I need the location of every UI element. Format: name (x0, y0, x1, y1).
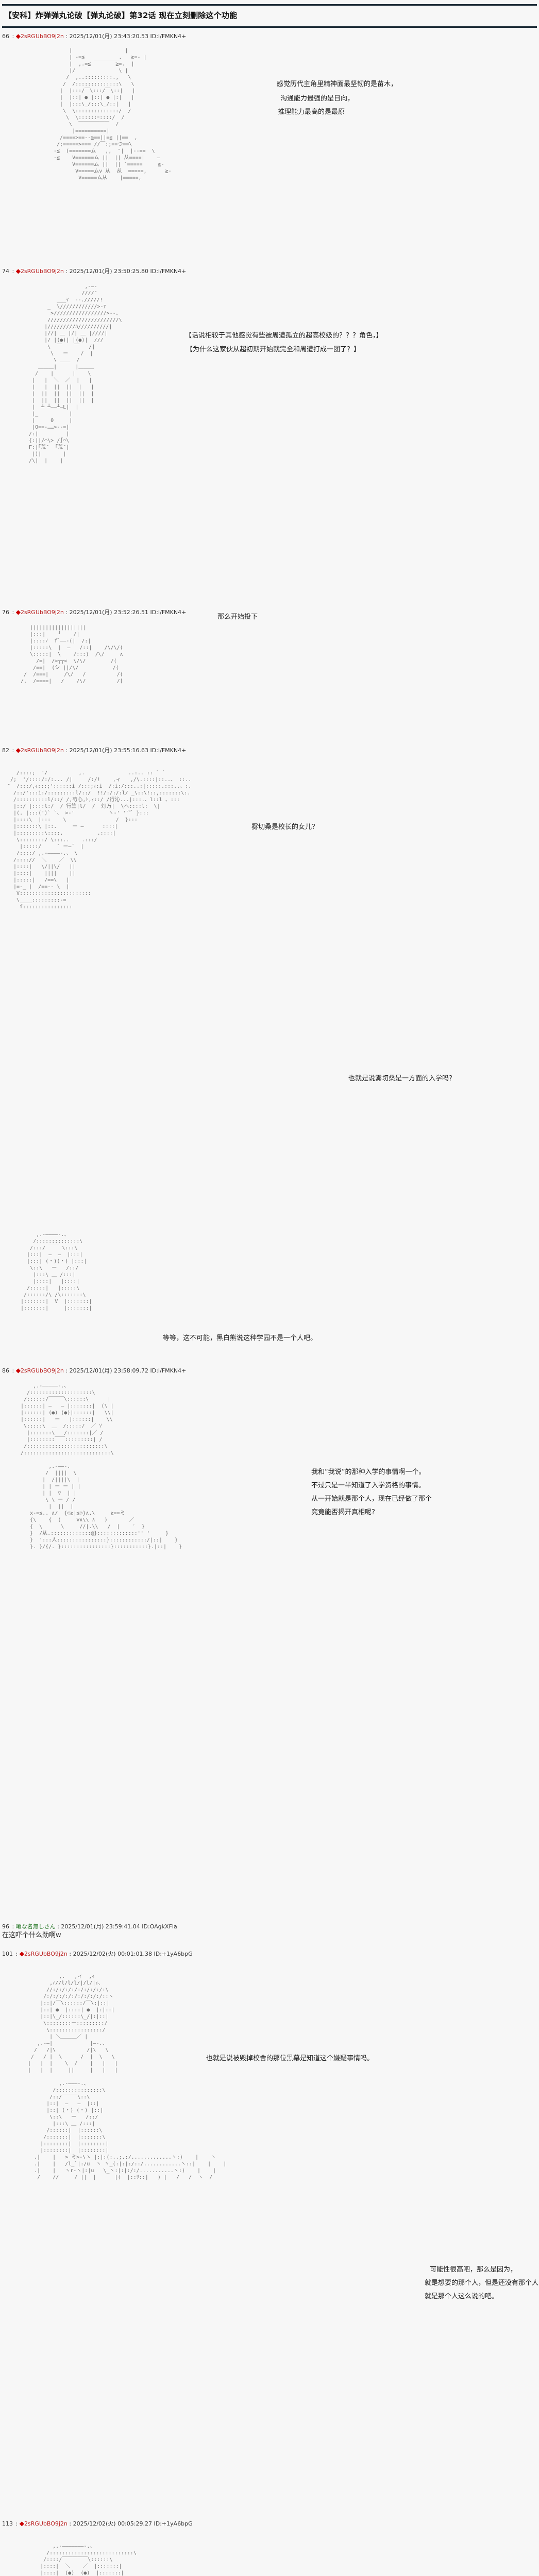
ascii-art: /::::; '/ ,. ..:.. :: ` ` /; '/::::/:/:.… (7, 770, 192, 910)
dialog-line: 【话说相较于其他感觉有些被周遭孤立的超高校级的？？？角色，】 (185, 332, 383, 340)
ascii-art: | | | -=≦ ________. ≧=- | | ,.=≦ ≧=. | |… (54, 48, 172, 181)
dialog-line: 感觉历代主角里精神面最坚韧的是苗木， (277, 80, 398, 88)
post-datetime: : 2025/12/02(火) 00:01:01.38 ID:+1yA6bpG (67, 1951, 193, 1957)
trip-diamond-icon: ◆ (15, 608, 21, 616)
trip-diamond-icon: ◆ (19, 2520, 24, 2527)
dialog-line: 推理能力最高的是最原 (278, 108, 345, 116)
post: 76 : ◆2sRGUbBO9j2n : 2025/12/01(月) 23:52… (2, 608, 533, 740)
post-header: 76 : ◆2sRGUbBO9j2n : 2025/12/01(月) 23:52… (2, 608, 187, 616)
post-number: 76 (2, 609, 9, 616)
post-number: 96 (2, 1923, 9, 1930)
dialog-line: 从一开始就是那个人，现在已经做了那个 (311, 1495, 432, 1503)
poster-name[interactable]: 2sRGUbBO9j2n (20, 747, 64, 754)
trip-diamond-icon: ◆ (15, 267, 21, 275)
dialog-line: 雾切桑是校长的女儿？ (251, 823, 319, 831)
post: 82 : ◆2sRGUbBO9j2n : 2025/12/01(月) 23:55… (2, 746, 533, 1228)
dialog-line: 那么开始投下 (217, 613, 258, 621)
post-number: 74 (2, 268, 9, 275)
post: 74 : ◆2sRGUbBO9j2n : 2025/12/01(月) 23:50… (2, 267, 533, 610)
trip-diamond-icon: ◆ (15, 32, 21, 40)
dialog-line: 我和“我说”的那种入学的事情啊一个。 (311, 1468, 426, 1476)
poster-name[interactable]: 2sRGUbBO9j2n (24, 2520, 68, 2527)
post: 66 : ◆2sRGUbBO9j2n : 2025/12/01(月) 23:43… (2, 32, 533, 267)
post-header: 96 : 暇な名無しさん : 2025/12/01(月) 23:59:41.04… (2, 1923, 177, 1930)
post-datetime: : 2025/12/01(月) 23:43:20.53 ID:I/FMKN4+ (63, 33, 187, 40)
dialog-line: 就是那个人这么说的吧。 (425, 2293, 499, 2300)
dialog-line: 也就是说雾切桑是一方面的入学吗？ (348, 1075, 456, 1082)
ascii-art: ,-―- ////″ ___ﾏ --./////! _ \///////////… (29, 284, 122, 464)
post-header: 82 : ◆2sRGUbBO9j2n : 2025/12/01(月) 23:55… (2, 747, 187, 754)
dialog-line: 也就是说被毁掉校舍的那位黑幕是知道这个嫌疑事情吗。 (206, 2055, 374, 2062)
post-header: 74 : ◆2sRGUbBO9j2n : 2025/12/01(月) 23:50… (2, 267, 187, 275)
post-header: 101 : ◆2sRGUbBO9j2n : 2025/12/02(火) 00:0… (2, 1950, 193, 1957)
post: 113 : ◆2sRGUbBO9j2n : 2025/12/02(火) 00:0… (2, 2519, 533, 2576)
post-header: 86 : ◆2sRGUbBO9j2n : 2025/12/01(月) 23:58… (2, 1367, 187, 1374)
thread-title-bar: 【安科】炸弹弹丸论破【弹丸论破】第32话 现在立刻删除这个功能 (2, 4, 537, 28)
post: 101 : ◆2sRGUbBO9j2n : 2025/12/02(火) 00:0… (2, 1950, 539, 2519)
ascii-art: ,.-―――――-.、 /::::::::::::::::::::\ /::::… (21, 1383, 182, 1550)
dialog-line: 等等，这不可能，黑白熊说这种学园不是一个人吧。 (163, 1334, 317, 1342)
post-number: 66 (2, 33, 9, 40)
ascii-art: ,.-―――――――-.、 /:::::::::::::::::::::::::… (40, 2544, 137, 2576)
dialog-line: 可能性很高吧，那么是因为， (430, 2266, 517, 2274)
poster-name[interactable]: 2sRGUbBO9j2n (20, 33, 64, 40)
dialog-line: 【为什么这家伙从超初期开始就完全和周遭打成一团了？】 (186, 346, 361, 353)
ascii-art: ,. ,ィ ,ｨ ,ｨ//l/l/l/|/l/|ｨ、 //:/:/:/:/:/:… (28, 1974, 227, 2180)
dialog-line: 沟通能力最强的是日向， (280, 95, 355, 103)
post-datetime: : 2025/12/01(月) 23:52:26.51 ID:I/FMKN4+ (63, 609, 187, 616)
thread-title: 【安科】炸弹弹丸论破【弹丸论破】第32话 现在立刻删除这个功能 (4, 11, 238, 20)
poster-name[interactable]: 2sRGUbBO9j2n (20, 268, 64, 275)
post-datetime: : 2025/12/02(火) 00:05:29.27 ID:+1yA6bpG (67, 2520, 193, 2527)
post: 96 : 暇な名無しさん : 2025/12/01(月) 23:59:41.04… (2, 1923, 533, 1940)
post-datetime: : 2025/12/01(月) 23:50:25.80 ID:I/FMKN4+ (63, 268, 187, 275)
post-continuation: ,.-――――-.、 /::::::::::::::\ /:::/ ￣￣ \::… (2, 1226, 533, 1360)
trip-diamond-icon: ◆ (19, 1950, 24, 1957)
poster-name[interactable]: 暇な名無しさん (15, 1923, 56, 1930)
trip-diamond-icon: ◆ (15, 1367, 21, 1374)
dialog-line: 究竟能否揭开真相呢？ (311, 1509, 379, 1516)
poster-name[interactable]: 2sRGUbBO9j2n (20, 609, 64, 616)
post-datetime: : 2025/12/01(月) 23:59:41.04 ID:OAgkXFla (55, 1923, 177, 1930)
post-datetime: : 2025/12/01(月) 23:55:16.63 ID:I/FMKN4+ (63, 747, 187, 754)
post-number: 82 (2, 747, 9, 754)
post-header: 66 : ◆2sRGUbBO9j2n : 2025/12/01(月) 23:43… (2, 32, 187, 40)
post-number: 86 (2, 1367, 9, 1374)
post: 86 : ◆2sRGUbBO9j2n : 2025/12/01(月) 23:58… (2, 1366, 533, 1921)
post-text: 在这吓个什么劲啊w (2, 1931, 61, 1939)
post-header: 113 : ◆2sRGUbBO9j2n : 2025/12/02(火) 00:0… (2, 2520, 193, 2527)
ascii-art: |||||||||||||||||| |:::| ┘ /| |::::ﾉ fﾞ―… (21, 625, 123, 684)
post-datetime: : 2025/12/01(月) 23:58:09.72 ID:I/FMKN4+ (63, 1367, 187, 1374)
post-number: 101 (2, 1951, 13, 1957)
poster-name[interactable]: 2sRGUbBO9j2n (20, 1367, 64, 1374)
ascii-art: ,.-――――-.、 /::::::::::::::\ /:::/ ￣￣ \::… (21, 1232, 92, 1311)
dialog-line: 不过只是一半知道了入学资格的事情。 (311, 1482, 426, 1489)
poster-name[interactable]: 2sRGUbBO9j2n (24, 1951, 68, 1957)
post-number: 113 (2, 2520, 13, 2527)
dialog-line: 就是想要的那个人，但是还没有那个人， (425, 2279, 539, 2287)
trip-diamond-icon: ◆ (15, 747, 21, 754)
